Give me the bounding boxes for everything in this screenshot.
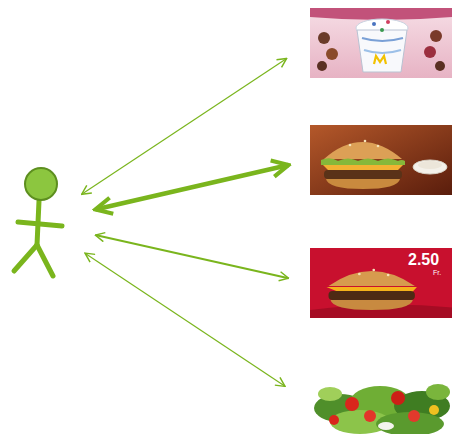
salad-photo xyxy=(310,372,452,434)
stick-figure xyxy=(8,165,70,280)
price-number: 2.50 xyxy=(408,252,452,268)
ice-cream-photo xyxy=(310,8,452,78)
burger-photo xyxy=(310,125,452,195)
relation-arrow xyxy=(95,235,288,278)
stick-figure-node xyxy=(8,165,70,280)
relation-arrow xyxy=(85,253,285,386)
cheeseburger-node: 2.50Fr. xyxy=(310,248,452,318)
ice-cream-node xyxy=(310,8,452,78)
burger-node xyxy=(310,125,452,195)
salad-node xyxy=(310,372,452,434)
relation-arrow xyxy=(95,165,288,210)
price-currency: Fr. xyxy=(433,269,452,276)
